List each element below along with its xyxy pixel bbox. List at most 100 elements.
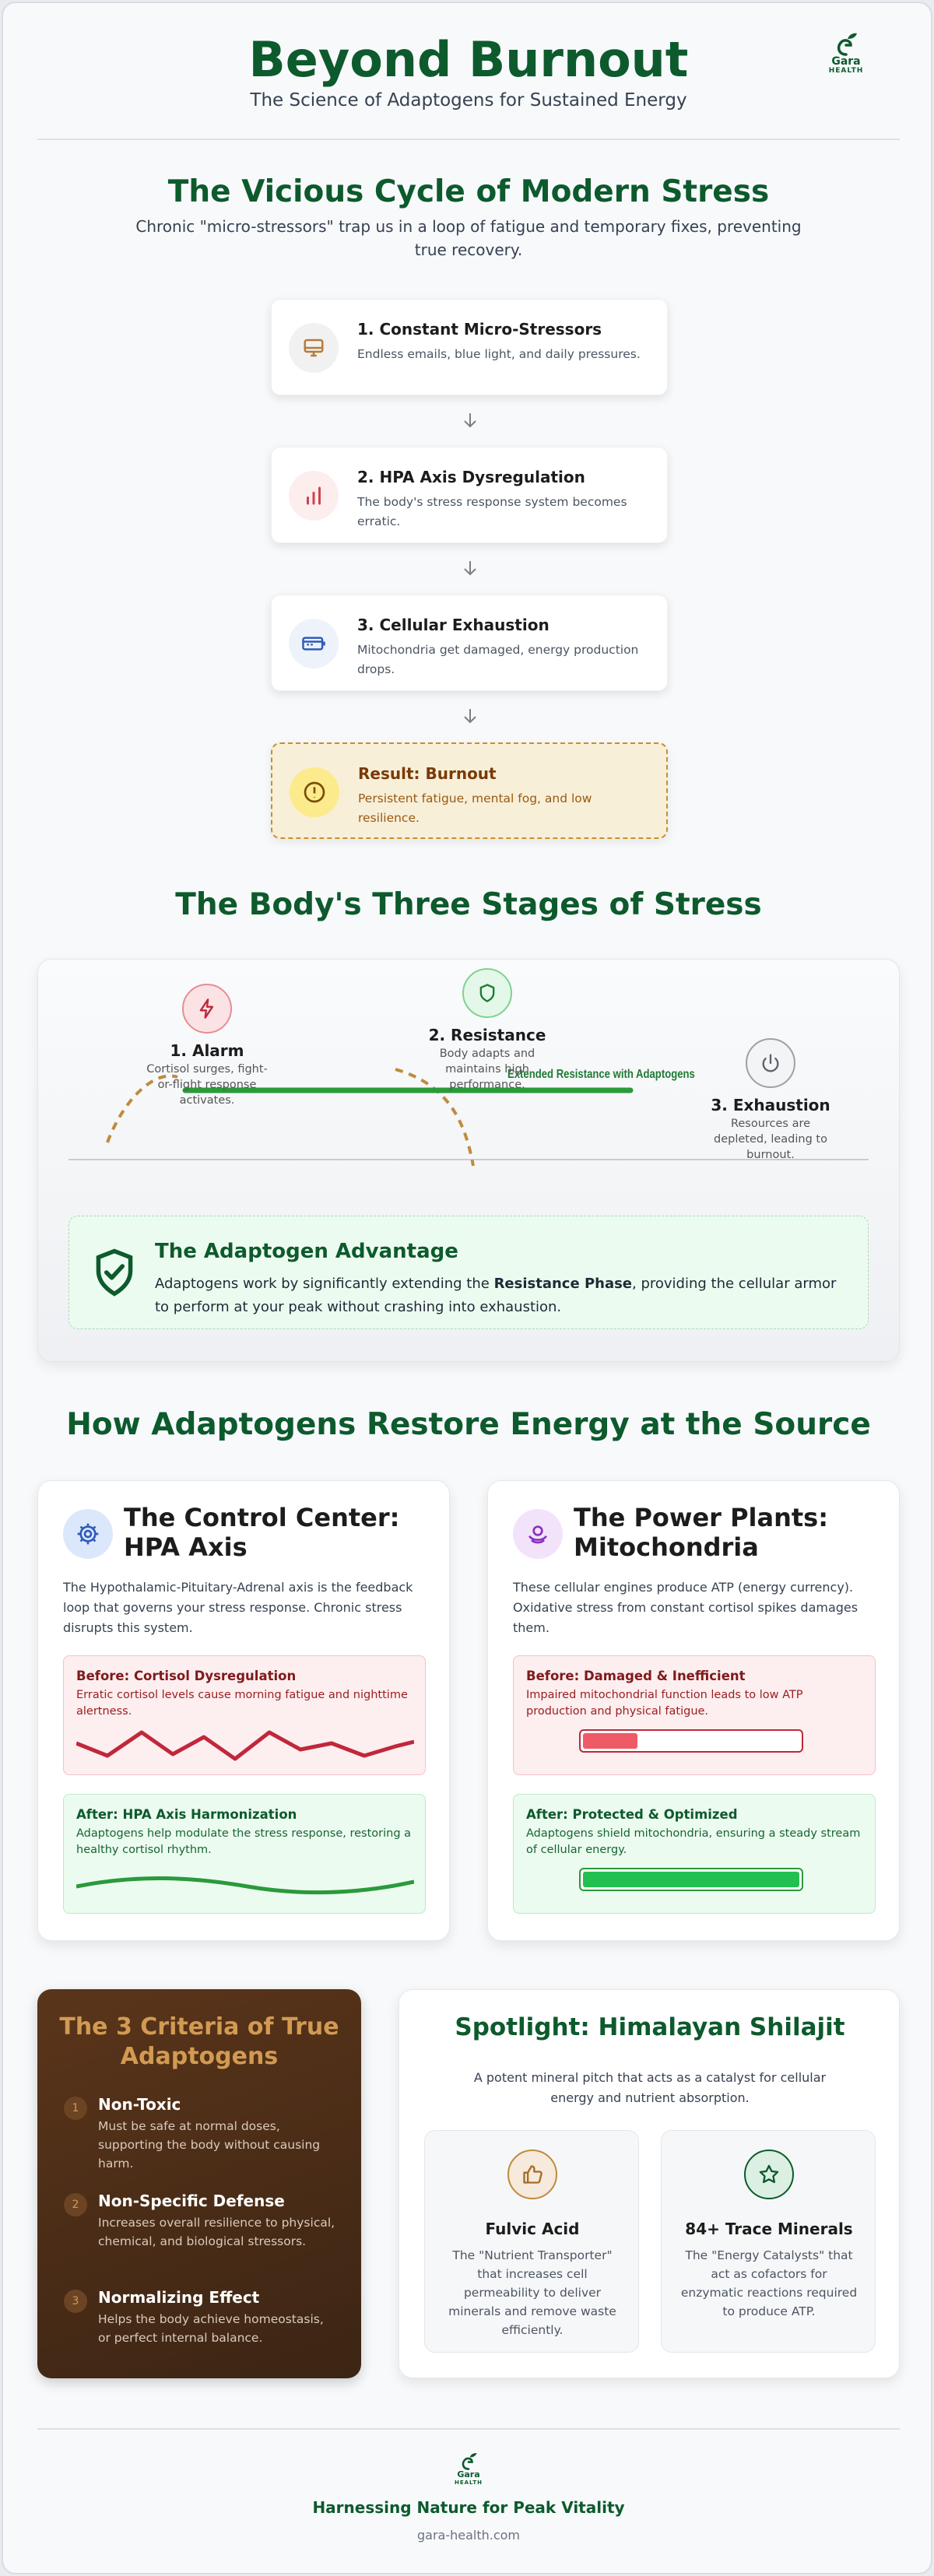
stage-exhaustion-desc: Resources are depleted, leading to burno… — [714, 1118, 827, 1161]
erratic-cortisol-line — [76, 1730, 414, 1761]
mini-desc: The "Energy Catalysts" that act as cofac… — [680, 2248, 858, 2318]
before-desc: Impaired mitochondrial function leads to… — [526, 1689, 803, 1718]
stage-resistance-desc: Body adapts and maintains high performan… — [439, 1048, 535, 1091]
cycle-step-3: 3. Cellular Exhaustion Mitochondria get … — [271, 595, 668, 691]
after-desc: Adaptogens shield mitochondria, ensuring… — [526, 1827, 861, 1856]
criteria-desc: Increases overall resilience to physical… — [98, 2216, 335, 2248]
criteria-desc: Must be safe at normal doses, supporting… — [98, 2119, 321, 2171]
low-atp-bar — [579, 1729, 803, 1753]
monitor-icon — [289, 323, 339, 373]
step-desc: Endless emails, blue light, and daily pr… — [357, 347, 641, 361]
mini-title: Fulvic Acid — [485, 2220, 580, 2238]
alarm-curve — [106, 1074, 178, 1143]
after-title: After: HPA Axis Harmonization — [76, 1807, 297, 1822]
logo-subtext: HEALTH — [828, 67, 864, 75]
criteria-number: 1 — [64, 2097, 87, 2120]
step-desc: Mitochondria get damaged, energy product… — [357, 643, 639, 676]
mini-desc: The "Nutrient Transporter" that increase… — [448, 2248, 616, 2337]
cycle-heading: The Vicious Cycle of Modern Stress — [167, 174, 770, 209]
cycle-intro: Chronic "micro-stressors" trap us in a l… — [135, 217, 802, 259]
before-panel: Before: Damaged & Inefficient Impaired m… — [513, 1655, 876, 1775]
result-desc: Persistent fatigue, mental fog, and low … — [358, 791, 592, 825]
mitochondria-card: The Power Plants: Mitochondria These cel… — [487, 1480, 900, 1941]
decline-curve — [395, 1068, 475, 1167]
hpa-axis-card: The Control Center: HPA Axis The Hypotha… — [37, 1480, 450, 1941]
advantage-desc: Adaptogens work by significantly extendi… — [155, 1276, 837, 1315]
stage-alarm-title: 1. Alarm — [170, 1041, 244, 1060]
criteria-heading: The 3 Criteria of True Adaptogens — [59, 2013, 339, 2070]
after-panel: After: Protected & Optimized Adaptogens … — [513, 1794, 876, 1914]
mini-title: 84+ Trace Minerals — [685, 2220, 853, 2238]
criteria-number: 2 — [64, 2193, 87, 2216]
after-panel: After: HPA Axis Harmonization Adaptogens… — [63, 1794, 426, 1914]
criteria-panel: The 3 Criteria of True Adaptogens 1 Non-… — [37, 1989, 361, 2378]
extended-resistance-label: Extended Resistance with Adaptogens — [507, 1068, 695, 1081]
full-atp-fill — [583, 1872, 799, 1887]
after-title: After: Protected & Optimized — [526, 1807, 738, 1822]
thumbs-up-icon — [507, 2150, 557, 2199]
advantage-title: The Adaptogen Advantage — [155, 1240, 458, 1263]
brand-logo: Gara HEALTH — [819, 31, 873, 75]
star-icon — [744, 2150, 794, 2199]
leaf-logo-icon — [462, 2453, 477, 2470]
footer-divider — [37, 2428, 900, 2430]
after-desc: Adaptogens help modulate the stress resp… — [76, 1827, 412, 1856]
bar-chart-icon — [289, 471, 339, 521]
step-title: 2. HPA Axis Dysregulation — [357, 468, 585, 486]
result-title: Result: Burnout — [358, 764, 497, 783]
smooth-cortisol-line — [76, 1876, 414, 1895]
power-icon — [746, 1038, 795, 1088]
adaptogen-advantage-callout: The Adaptogen Advantage Adaptogens work … — [68, 1216, 869, 1329]
logo-text: Gara — [457, 2469, 480, 2479]
stages-heading: The Body's Three Stages of Stress — [175, 887, 762, 922]
cycle-step-2: 2. HPA Axis Dysregulation The body's str… — [271, 447, 668, 543]
criteria-title: Non-Toxic — [98, 2095, 181, 2114]
stage-alarm-desc: Cortisol surges, fight-or-flight respons… — [146, 1063, 268, 1107]
criteria-desc: Helps the body achieve homeostasis, or p… — [98, 2312, 324, 2345]
before-panel: Before: Cortisol Dysregulation Erratic c… — [63, 1655, 426, 1775]
logo-text: Gara — [831, 55, 861, 68]
footer-tagline: Harnessing Nature for Peak Vitality — [312, 2498, 625, 2517]
stage-exhaustion-title: 3. Exhaustion — [711, 1096, 830, 1114]
page-subtitle: The Science of Adaptogens for Sustained … — [250, 90, 687, 111]
stress-curve-diagram — [68, 1068, 869, 1167]
card-desc: The Hypothalamic-Pituitary-Adrenal axis … — [63, 1580, 413, 1635]
spotlight-heading: Spotlight: Himalayan Shilajit — [455, 2013, 845, 2041]
criteria-title: Normalizing Effect — [98, 2288, 260, 2307]
fulvic-acid-card: Fulvic Acid The "Nutrient Transporter" t… — [424, 2130, 639, 2353]
logo-subtext: HEALTH — [455, 2479, 483, 2486]
alert-icon — [290, 767, 339, 817]
criteria-number: 3 — [64, 2290, 87, 2313]
cycle-result: Result: Burnout Persistent fatigue, ment… — [271, 742, 668, 839]
before-title: Before: Cortisol Dysregulation — [76, 1669, 297, 1683]
shilajit-spotlight-card: Spotlight: Himalayan Shilajit A potent m… — [399, 1989, 900, 2378]
header-divider — [37, 139, 900, 140]
battery-icon — [289, 619, 339, 669]
gear-icon — [63, 1509, 113, 1559]
trace-minerals-card: 84+ Trace Minerals The "Energy Catalysts… — [661, 2130, 876, 2353]
mitochondria-icon — [513, 1509, 563, 1559]
full-atp-bar — [579, 1868, 803, 1891]
leaf-logo-icon — [837, 33, 857, 56]
card-title: The Power Plants: Mitochondria — [574, 1503, 829, 1562]
card-desc: These cellular engines produce ATP (ener… — [513, 1580, 859, 1635]
card-title: The Control Center: HPA Axis — [124, 1503, 400, 1562]
stage-resistance-title: 2. Resistance — [428, 1026, 546, 1044]
footer-logo: Gara HEALTH — [441, 2451, 496, 2486]
step-desc: The body's stress response system become… — [357, 495, 627, 528]
arrow-down-icon — [464, 709, 476, 724]
step-title: 3. Cellular Exhaustion — [357, 616, 550, 634]
criteria-title: Non-Specific Defense — [98, 2192, 285, 2210]
shield-icon — [462, 968, 512, 1018]
spotlight-desc: A potent mineral pitch that acts as a ca… — [473, 2070, 827, 2105]
low-atp-fill — [583, 1733, 637, 1749]
arrow-down-icon — [464, 413, 476, 428]
before-title: Before: Damaged & Inefficient — [526, 1669, 746, 1683]
before-desc: Erratic cortisol levels cause morning fa… — [76, 1689, 408, 1718]
restore-heading: How Adaptogens Restore Energy at the Sou… — [66, 1407, 871, 1442]
lightning-icon — [182, 984, 232, 1034]
footer-url[interactable]: gara-health.com — [416, 2528, 521, 2543]
arrow-down-icon — [464, 561, 476, 576]
cycle-step-1: 1. Constant Micro-Stressors Endless emai… — [271, 299, 668, 395]
